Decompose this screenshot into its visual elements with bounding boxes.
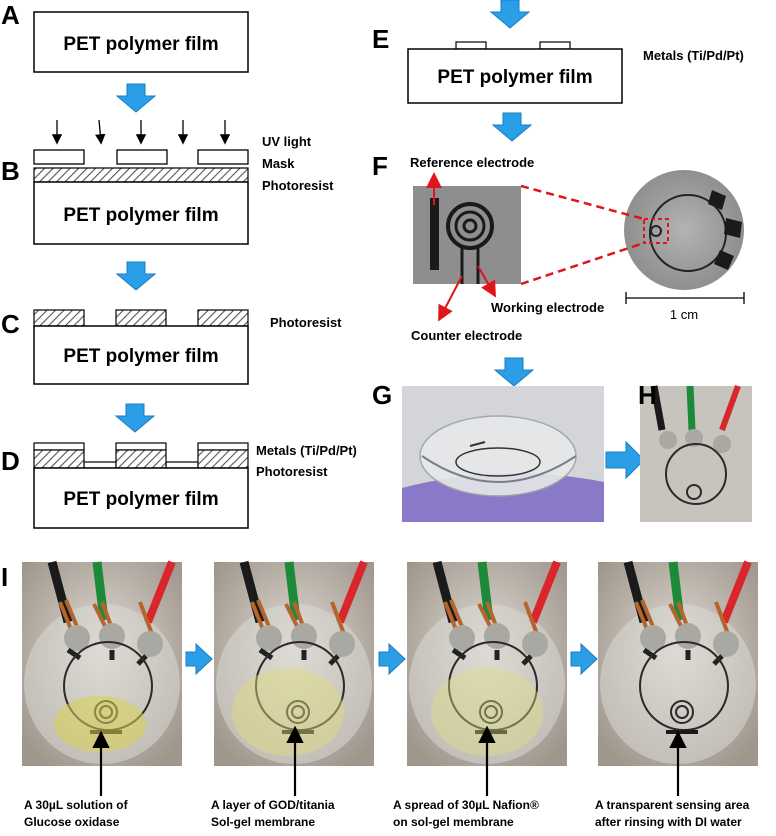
scale-bar-label: 1 cm bbox=[670, 307, 698, 322]
film-label-c: PET polymer film bbox=[63, 346, 218, 367]
panel-label-d: D bbox=[1, 446, 20, 476]
caption-2-line-1: A layer of GOD/titania bbox=[211, 798, 335, 812]
uv-light-label: UV light bbox=[262, 134, 312, 149]
blue-arrow-c-d bbox=[114, 403, 156, 433]
caption-step-3: A spread of 30µL Nafion® on sol-gel memb… bbox=[393, 798, 539, 829]
film-a bbox=[33, 11, 249, 73]
film-label-d: PET polymer film bbox=[63, 489, 218, 510]
panel-label-g: G bbox=[372, 380, 392, 410]
step-photo-2 bbox=[214, 562, 374, 766]
blue-arrow-a-b bbox=[115, 83, 157, 113]
step-photo-3 bbox=[407, 562, 567, 766]
caption-1-line-2: Glucose oxidase bbox=[24, 815, 120, 829]
photoresist-label-b: Photoresist bbox=[262, 178, 334, 193]
contact-lens-photo bbox=[402, 386, 604, 522]
step-photo-1 bbox=[22, 562, 182, 766]
uv-light-arrows bbox=[51, 119, 231, 145]
reference-electrode-label: Reference electrode bbox=[410, 155, 534, 170]
counter-electrode-label: Counter electrode bbox=[411, 328, 522, 343]
metals-label-e: Metals (Ti/Pd/Pt) bbox=[643, 48, 744, 63]
photoresist-layer-b bbox=[33, 167, 249, 183]
panel-label-c: C bbox=[1, 309, 20, 339]
photoresist-label-c: Photoresist bbox=[270, 315, 342, 330]
panel-label-e: E bbox=[372, 24, 389, 54]
blue-arrow-e-f bbox=[491, 112, 533, 142]
blue-arrow-into-e bbox=[489, 0, 531, 29]
blue-arrow-i-2-3 bbox=[378, 642, 406, 676]
panel-label-h: H bbox=[638, 380, 657, 410]
blue-arrow-b-c bbox=[115, 261, 157, 291]
blue-arrow-i-3-4 bbox=[570, 642, 598, 676]
metal-pads-e bbox=[455, 41, 571, 50]
blue-arrow-f-g bbox=[493, 357, 535, 387]
patterned-photoresist-c bbox=[33, 309, 249, 327]
panel-label-f: F bbox=[372, 151, 388, 181]
caption-4-line-1: A transparent sensing area bbox=[595, 798, 750, 812]
blue-arrow-i-1-2 bbox=[185, 642, 213, 676]
panel-label-i: I bbox=[1, 562, 8, 592]
film-label-b: PET polymer film bbox=[63, 205, 218, 226]
wired-sensor-photo bbox=[640, 384, 752, 522]
panel-label-b: B bbox=[1, 156, 20, 186]
caption-step-1: A 30µL solution of Glucose oxidase bbox=[24, 798, 129, 829]
blue-arrow-g-h bbox=[605, 440, 645, 480]
scale-bar bbox=[625, 292, 745, 304]
caption-step-2: A layer of GOD/titania Sol-gel membrane bbox=[211, 798, 335, 829]
film-b bbox=[33, 181, 249, 245]
mask-label: Mask bbox=[262, 156, 295, 171]
caption-2-line-2: Sol-gel membrane bbox=[211, 815, 315, 829]
film-label-a: PET polymer film bbox=[63, 34, 218, 55]
photoresist-layer-d bbox=[33, 449, 249, 469]
metals-label-d: Metals (Ti/Pd/Pt) bbox=[256, 443, 357, 458]
counter-electrode-pointer bbox=[438, 275, 463, 322]
film-c bbox=[33, 325, 249, 385]
zoom-line-top bbox=[520, 184, 645, 221]
caption-3-line-2: on sol-gel membrane bbox=[393, 815, 514, 829]
film-e bbox=[407, 48, 623, 104]
panel-label-a: A bbox=[1, 0, 20, 30]
sensor-wafer-photo bbox=[624, 170, 744, 290]
mask bbox=[33, 149, 249, 165]
working-electrode-pointer bbox=[477, 265, 496, 298]
caption-step-4: A transparent sensing area after rinsing… bbox=[595, 798, 750, 829]
film-label-e: PET polymer film bbox=[437, 67, 592, 88]
caption-1-line-1: A 30µL solution of bbox=[24, 798, 129, 812]
working-electrode-label: Working electrode bbox=[491, 300, 604, 315]
photoresist-label-d: Photoresist bbox=[256, 464, 328, 479]
zoom-line-bottom bbox=[520, 241, 645, 286]
caption-4-line-2: after rinsing with DI water bbox=[595, 815, 742, 829]
zoom-box bbox=[643, 218, 669, 244]
caption-3-line-1: A spread of 30µL Nafion® bbox=[393, 798, 539, 812]
film-d bbox=[33, 467, 249, 529]
electrode-closeup-photo bbox=[413, 186, 521, 284]
